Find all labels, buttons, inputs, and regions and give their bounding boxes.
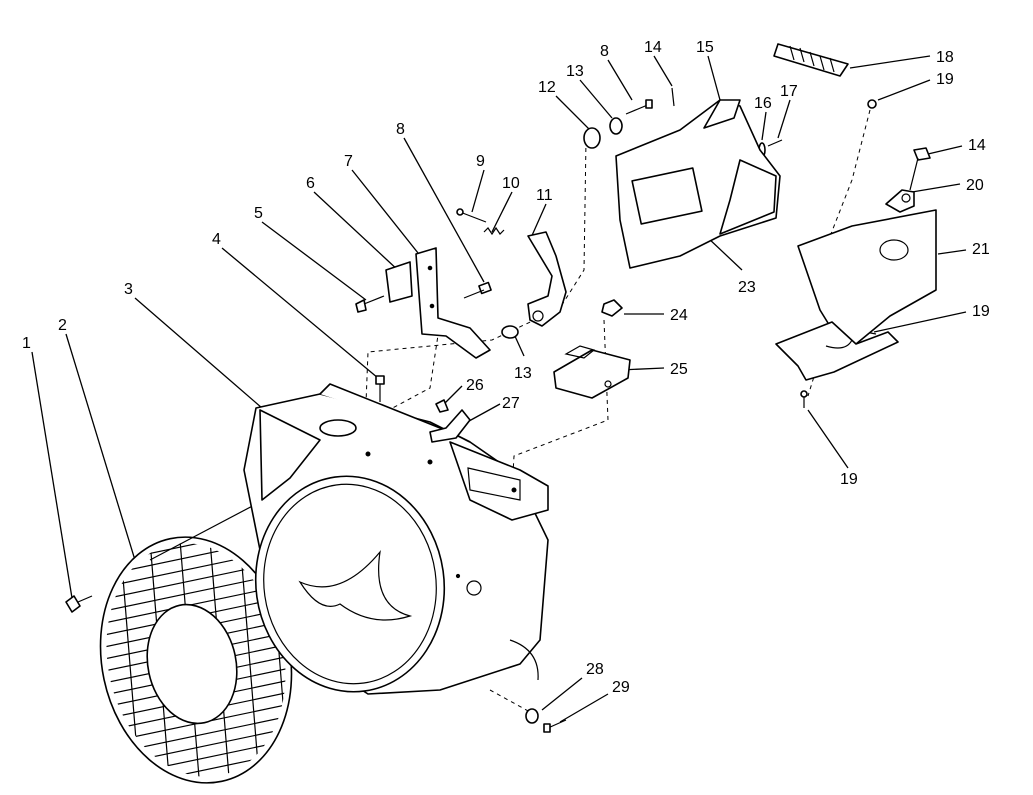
- callout-9: 9: [476, 153, 485, 170]
- callout-3: 3: [124, 281, 133, 298]
- callout-13: 13: [514, 365, 532, 382]
- mounting-plate: [553, 345, 631, 399]
- callout-15: 15: [696, 39, 714, 56]
- brackets: [385, 247, 491, 359]
- blower-housing: [243, 383, 549, 695]
- callout-28: 28: [586, 661, 604, 678]
- callout-11: 11: [536, 187, 553, 204]
- callout-8: 8: [396, 121, 405, 138]
- callout-1: 1: [22, 335, 31, 352]
- callout-labels: 1 2 3 4 5 6 7 8 9 10 11 12 13 8 14 15 16…: [22, 39, 990, 696]
- callout-19: 19: [936, 71, 954, 88]
- callout-8: 8: [600, 43, 609, 60]
- callout-19: 19: [972, 303, 990, 320]
- callout-18: 18: [936, 49, 954, 66]
- callout-20: 20: [966, 177, 984, 194]
- callout-29: 29: [612, 679, 630, 696]
- callout-26: 26: [466, 377, 484, 394]
- callout-27: 27: [502, 395, 520, 412]
- callout-24: 24: [670, 307, 688, 324]
- callout-23: 23: [738, 279, 756, 296]
- callout-21: 21: [972, 241, 990, 258]
- callout-2: 2: [58, 317, 67, 334]
- callout-12: 12: [538, 79, 556, 96]
- air-guide: [615, 99, 781, 269]
- callout-6: 6: [306, 175, 315, 192]
- callout-10: 10: [502, 175, 520, 192]
- callout-4: 4: [212, 231, 221, 248]
- hardware-parts: [65, 43, 931, 733]
- side-shield: [775, 209, 937, 381]
- callout-25: 25: [670, 361, 688, 378]
- callout-19: 19: [840, 471, 858, 488]
- callout-5: 5: [254, 205, 263, 222]
- callout-16: 16: [754, 95, 772, 112]
- callout-7: 7: [344, 153, 353, 170]
- callout-14: 14: [968, 137, 986, 154]
- callout-13: 13: [566, 63, 584, 80]
- grille-rib: [239, 539, 261, 791]
- callout-14: 14: [644, 39, 662, 56]
- callout-17: 17: [780, 83, 798, 100]
